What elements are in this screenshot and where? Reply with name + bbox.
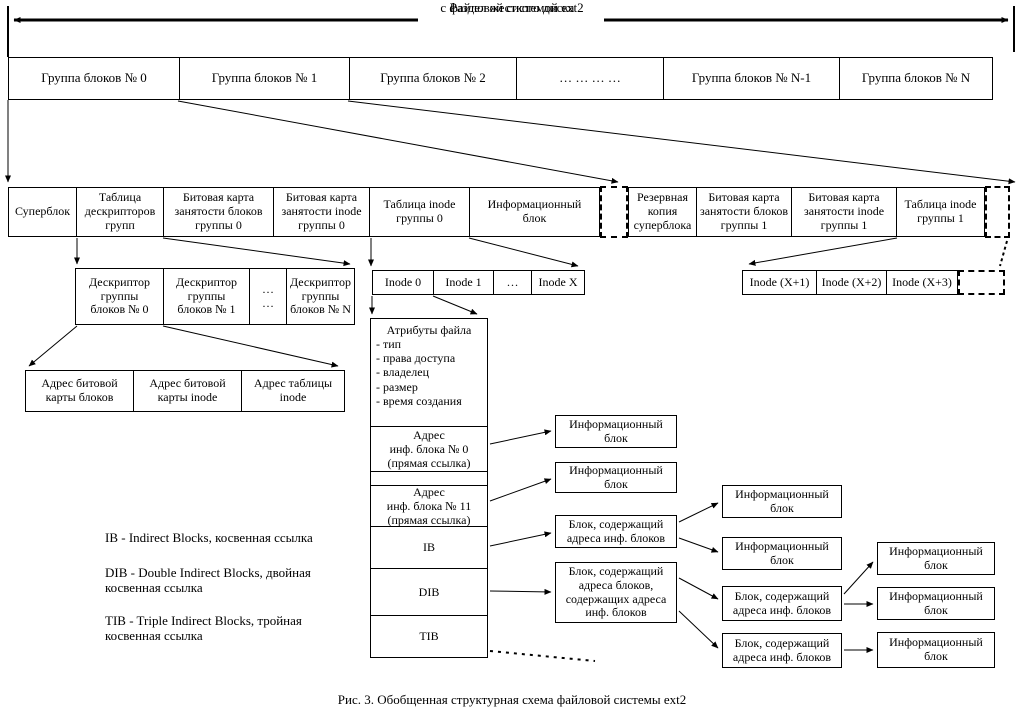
direct-ref-gap-section: [371, 471, 487, 485]
descriptors-row: Дескриптор группы блоков № 0 Дескриптор …: [75, 268, 355, 325]
descriptor-ellipsis-cell: … …: [249, 269, 286, 324]
block-bitmap-address-cell: Адрес битовой карты блоков: [41, 376, 118, 404]
indirect-block: Блок, содержащий адреса инф. блоков: [555, 515, 677, 548]
block-group-cell: Группа блоков № 2: [349, 58, 516, 99]
block-group-cell: Группа блоков № N-1: [663, 58, 839, 99]
inode-table-address-cell: Адрес таблицы inode: [241, 371, 344, 411]
data-block-cell: Информационный блок: [469, 188, 599, 236]
double-indirect-block: Блок, содержащий адреса блоков, содержащ…: [555, 562, 677, 623]
inode-bitmap-cell: Битовая карта занятости inode группы 1: [791, 188, 896, 236]
backup-superblock-cell: Резервная копия суперблока: [633, 190, 692, 232]
tib-section: TIB: [371, 615, 487, 657]
descriptor-address-row: Адрес битовой карты блоков Адрес битовой…: [25, 370, 345, 412]
inode-table-cell: Таблица inode группы 0: [369, 188, 469, 236]
ib-section: IB: [371, 526, 487, 568]
descriptor-cell: Дескриптор группы блоков № N: [286, 269, 354, 324]
inode-table-cell: Таблица inode группы 1: [896, 188, 984, 236]
file-attributes-section: Атрибуты файла - тип - права доступа - в…: [371, 319, 487, 426]
direct-ref-0-section: Адрес инф. блока № 0 (прямая ссылка): [371, 426, 487, 471]
inode-cell: Inode (X+2): [816, 271, 886, 294]
file-attributes-list: - тип - права доступа - владелец - разме…: [376, 337, 462, 408]
partition-title-line1: Раздел жесткого диска: [449, 0, 575, 15]
inode-bitmap-cell: Битовая карта занятости inode группы 0: [273, 188, 369, 236]
block-group-cell: Группа блоков № 0: [41, 70, 147, 86]
block-groups-row: Группа блоков № 0 Группа блоков № 1 Груп…: [8, 57, 993, 100]
figure-caption: Рис. 3. Обобщенная структурная схема фай…: [337, 692, 687, 707]
legend-ib: IB - Indirect Blocks, косвенная ссылка: [105, 530, 313, 545]
block-group-ellipsis-cell: … … … …: [516, 58, 663, 99]
inode-row-group1: Inode (X+1) Inode (X+2) Inode (X+3): [742, 270, 958, 295]
inode-row-group0: Inode 0 Inode 1 … Inode X: [372, 270, 585, 295]
inode-ellipsis-cell: …: [493, 271, 531, 294]
inode-cell: Inode X: [531, 271, 584, 294]
block-bitmap-cell: Битовая карта занятости блоков группы 0: [163, 188, 273, 236]
descriptor-cell: Дескриптор группы блоков № 0: [88, 274, 151, 317]
info-block: Информационный блок: [555, 462, 677, 493]
direct-ref-11-section: Адрес инф. блока № 11 (прямая ссылка): [371, 485, 487, 527]
inode-structure-block: Атрибуты файла - тип - права доступа - в…: [370, 318, 488, 658]
inode-cell: Inode (X+1): [749, 274, 810, 289]
info-block: Информационный блок: [555, 415, 677, 448]
legend-tib: TIB - Triple Indirect Blocks, тройная ко…: [105, 613, 302, 644]
block-bitmap-cell: Битовая карта занятости блоков группы 1: [696, 188, 791, 236]
indirect-block: Блок, содержащий адреса инф. блоков: [722, 586, 842, 621]
descriptor-cell: Дескриптор группы блоков № 1: [163, 269, 249, 324]
info-block: Информационный блок: [722, 485, 842, 518]
indirect-block: Блок, содержащий адреса инф. блоков: [722, 633, 842, 668]
inode-bitmap-address-cell: Адрес битовой карты inode: [133, 371, 241, 411]
info-block: Информационный блок: [877, 587, 995, 620]
info-block: Информационный блок: [722, 537, 842, 570]
inode-row-continuation: [958, 270, 1005, 295]
inode-cell: Inode (X+3): [886, 271, 957, 294]
block-group-cell: Группа блоков № 1: [179, 58, 349, 99]
legend-dib: DIB - Double Indirect Blocks, двойная ко…: [105, 565, 311, 596]
info-block: Информационный блок: [877, 632, 995, 668]
group1-layout-row: Резервная копия суперблока Битовая карта…: [628, 187, 985, 237]
dib-section: DIB: [371, 568, 487, 615]
layout-row-gap: [600, 186, 628, 238]
block-group-cell: Группа блоков № N: [839, 58, 992, 99]
layout-row-end-gap: [985, 186, 1010, 238]
inode-cell: Inode 1: [433, 271, 493, 294]
file-attributes-title: Атрибуты файла: [386, 323, 472, 337]
group-descriptor-table-cell: Таблица дескрипторов групп: [76, 188, 163, 236]
info-block: Информационный блок: [877, 542, 995, 575]
group0-layout-row: Суперблок Таблица дескрипторов групп Бит…: [8, 187, 600, 237]
partition-title-line2: с файловой системой ext2: [440, 0, 584, 15]
inode-cell: Inode 0: [384, 274, 422, 289]
superblock-cell: Суперблок: [14, 204, 71, 219]
